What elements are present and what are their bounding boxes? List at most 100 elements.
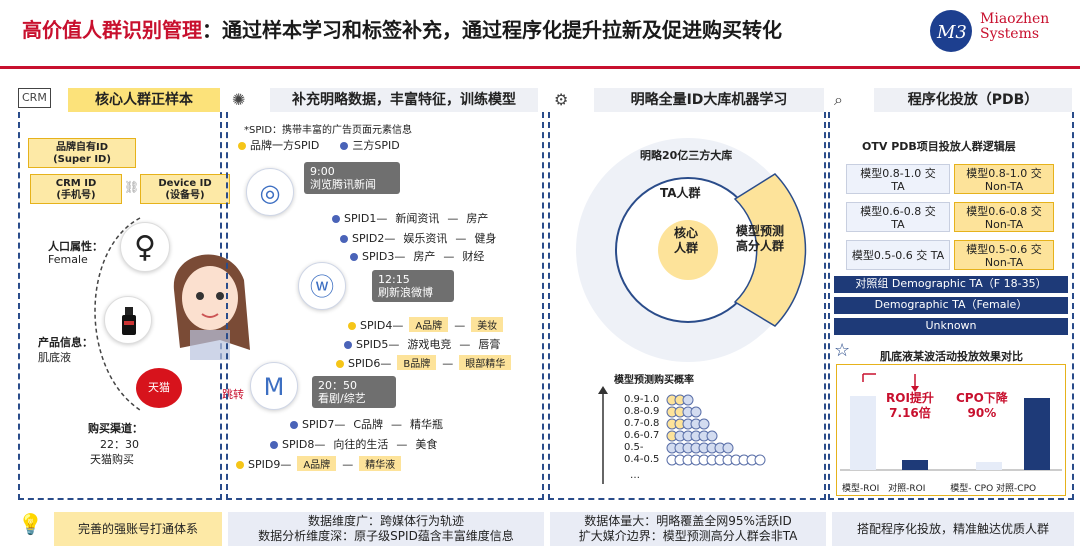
legend-dot-blue [340, 142, 349, 150]
spid-row-8: SPID8—向往的生活—美食 [270, 436, 437, 452]
programmatic-icon: ⌕ [834, 90, 843, 109]
footer-3-line2: 扩大媒介边界：模型预测高分人群会非TA [578, 529, 798, 543]
footer-2: 数据维度广：跨媒体行为轨迹 数据分析维度深：原子级SPID蕴含丰富维度信息 [228, 512, 544, 546]
effect-bar-3 [1024, 398, 1050, 470]
footer-2-line2: 数据分析维度深：原子级SPID蕴含丰富维度信息 [258, 529, 514, 543]
cpo-label: CPO下降 90% [956, 391, 1008, 421]
tick-3: 0.6-0.7 [624, 430, 660, 441]
star-icon: ☆ [834, 340, 851, 361]
super-id-sub: (Super ID) [53, 154, 111, 165]
crm-icon: CRM [18, 88, 51, 108]
crm-id-sub: (手机号) [56, 190, 96, 201]
legend-third: 三方SPID [352, 139, 400, 152]
link-icon: ⛓ [124, 180, 140, 194]
girl-avatar-icon [173, 254, 250, 360]
device-id-box: Device ID (设备号) [140, 174, 230, 204]
footer-2-line1: 数据维度广：跨媒体行为轨迹 [307, 514, 464, 528]
crm-id-label: CRM ID [55, 178, 97, 189]
tmall-icon: 天猫 [136, 368, 182, 408]
model-line2: 高分人群 [736, 239, 785, 253]
title-rule [0, 66, 1080, 69]
spid-row-4: SPID4—A品牌—美妆 [348, 317, 504, 332]
svg-text:M3: M3 [936, 22, 967, 43]
ml-ta-label: TA人群 [660, 186, 701, 200]
bubble-evening: 20：50 看剧/综艺 [312, 376, 396, 408]
video-app-icon: M [250, 362, 298, 410]
bubble-noon: 12:15 刷新浪微博 [372, 270, 454, 302]
bubble1-time: 9:00 [310, 165, 335, 178]
title-rest: ：通过样本学习和标签补充，通过程序化提升拉新及促进购买转化 [202, 18, 782, 42]
bubble-9am: 9:00 浏览腾讯新闻 [304, 162, 400, 194]
logo-line1: Miaozhen [980, 11, 1050, 27]
footer-3-line1: 数据体量大：明略覆盖全网95%活跃ID [584, 514, 792, 528]
serum-bottle-icon [104, 296, 152, 344]
tick-1: 0.8-0.9 [624, 406, 660, 417]
footer-1: 完善的强账号打通体系 [54, 512, 222, 546]
section2-panel [226, 112, 544, 500]
super-id-label: 品牌自有ID [55, 142, 109, 153]
ml-core-label: 核心 人群 [674, 226, 698, 256]
tick-5: 0.4-0.5 [624, 454, 660, 465]
tick-4: 0.5- [624, 442, 644, 453]
tick-2: 0.7-0.8 [624, 418, 660, 429]
device-id-label: Device ID [158, 178, 212, 189]
spid-legend: 品牌一方SPID 三方SPID [238, 137, 400, 153]
spid-note: *SPID：携带丰富的广告页面元素信息 [244, 125, 413, 136]
ml-venn-diagram [576, 138, 807, 362]
page-title: 高价值人群识别管理：通过样本学习和标签补充，通过程序化提升拉新及促进购买转化 [22, 14, 782, 43]
product-label: 产品信息： [38, 336, 93, 349]
bubble2-time: 12:15 [378, 273, 410, 286]
effect-bar-2 [976, 462, 1002, 470]
ml-model-label: 模型预测 高分人群 [736, 224, 784, 254]
channel-label: 购买渠道： [88, 422, 143, 435]
attr-label: 人口属性： [48, 240, 103, 253]
cpo-label-line2: 90% [967, 406, 997, 420]
section2-heading: 补充明略数据，丰富特征，训练模型 [270, 88, 538, 112]
title-highlight: 高价值人群识别管理 [22, 18, 202, 42]
pdb-cell-2-left: 模型0.5-0.6 交 TA [846, 240, 950, 270]
female-icon: ♀ [120, 222, 170, 272]
machine-learning-icon: ⚙ [554, 90, 569, 109]
weibo-icon: ⓦ [298, 262, 346, 310]
device-id-sub: (设备号) [165, 190, 205, 201]
effect-bar-chart [840, 373, 1062, 471]
core-line2: 人群 [674, 241, 699, 255]
bubble3-time: 20：50 [318, 379, 357, 392]
cpo-label-line1: CPO下降 [956, 391, 1008, 405]
orbit-path [94, 217, 141, 411]
model-line1: 模型预测 [736, 224, 785, 238]
bubble3-text: 看剧/综艺 [318, 392, 366, 405]
spid-row-6: SPID6—B品牌—眼部精华 [336, 355, 512, 370]
channel-value: 天猫购买 [90, 453, 134, 466]
product-value: 肌底液 [38, 351, 71, 364]
pdb-bar-female: Demographic TA（Female） [834, 297, 1068, 314]
pdb-bar-control: 对照组 Demographic TA（F 18-35） [834, 276, 1068, 293]
attr-value: Female [48, 253, 88, 266]
spid-row-1: SPID1—新闻资讯—房产 [332, 210, 488, 226]
effect-bar-0 [850, 396, 876, 470]
tencent-news-icon: ◎ [246, 168, 294, 216]
lightbulb-icon: 💡 [18, 512, 43, 536]
logo-line2: Systems [980, 26, 1040, 42]
effect-x-labels: 模型-ROI 对照-ROI 模型- CPO 对照-CPO [842, 481, 1036, 494]
spid-row-9: SPID9—A品牌—精华液 [236, 456, 402, 471]
x-label-1: 对照-ROI [888, 484, 926, 494]
roi-label-line1: ROI提升 [886, 391, 934, 405]
pdb-subtitle: OTV PDB项目投放人群逻辑层 [862, 140, 1016, 153]
effect-title: 肌底液某波活动投放效果对比 [880, 350, 1023, 363]
x-label-2: 模型- CPO [950, 484, 994, 494]
dots-more: … [630, 470, 640, 481]
prob-ticks: 0.9-1.0 0.8-0.9 0.7-0.8 0.6-0.7 0.5- 0.4… [624, 394, 659, 466]
section3-panel [548, 112, 826, 500]
crm-id-box: CRM ID (手机号) [30, 174, 122, 204]
tick-0: 0.9-1.0 [624, 394, 660, 405]
legend-dot-yellow [238, 142, 246, 150]
spid-row-5: SPID5—游戏电竞—唇膏 [344, 336, 500, 352]
footer-4: 搭配程序化投放，精准触达优质人群 [832, 512, 1074, 546]
ml-big-label: 明略20亿三方大库 [640, 149, 733, 162]
prob-title: 模型预测购买概率 [614, 375, 694, 386]
pdb-bar-unknown: Unknown [834, 318, 1068, 335]
